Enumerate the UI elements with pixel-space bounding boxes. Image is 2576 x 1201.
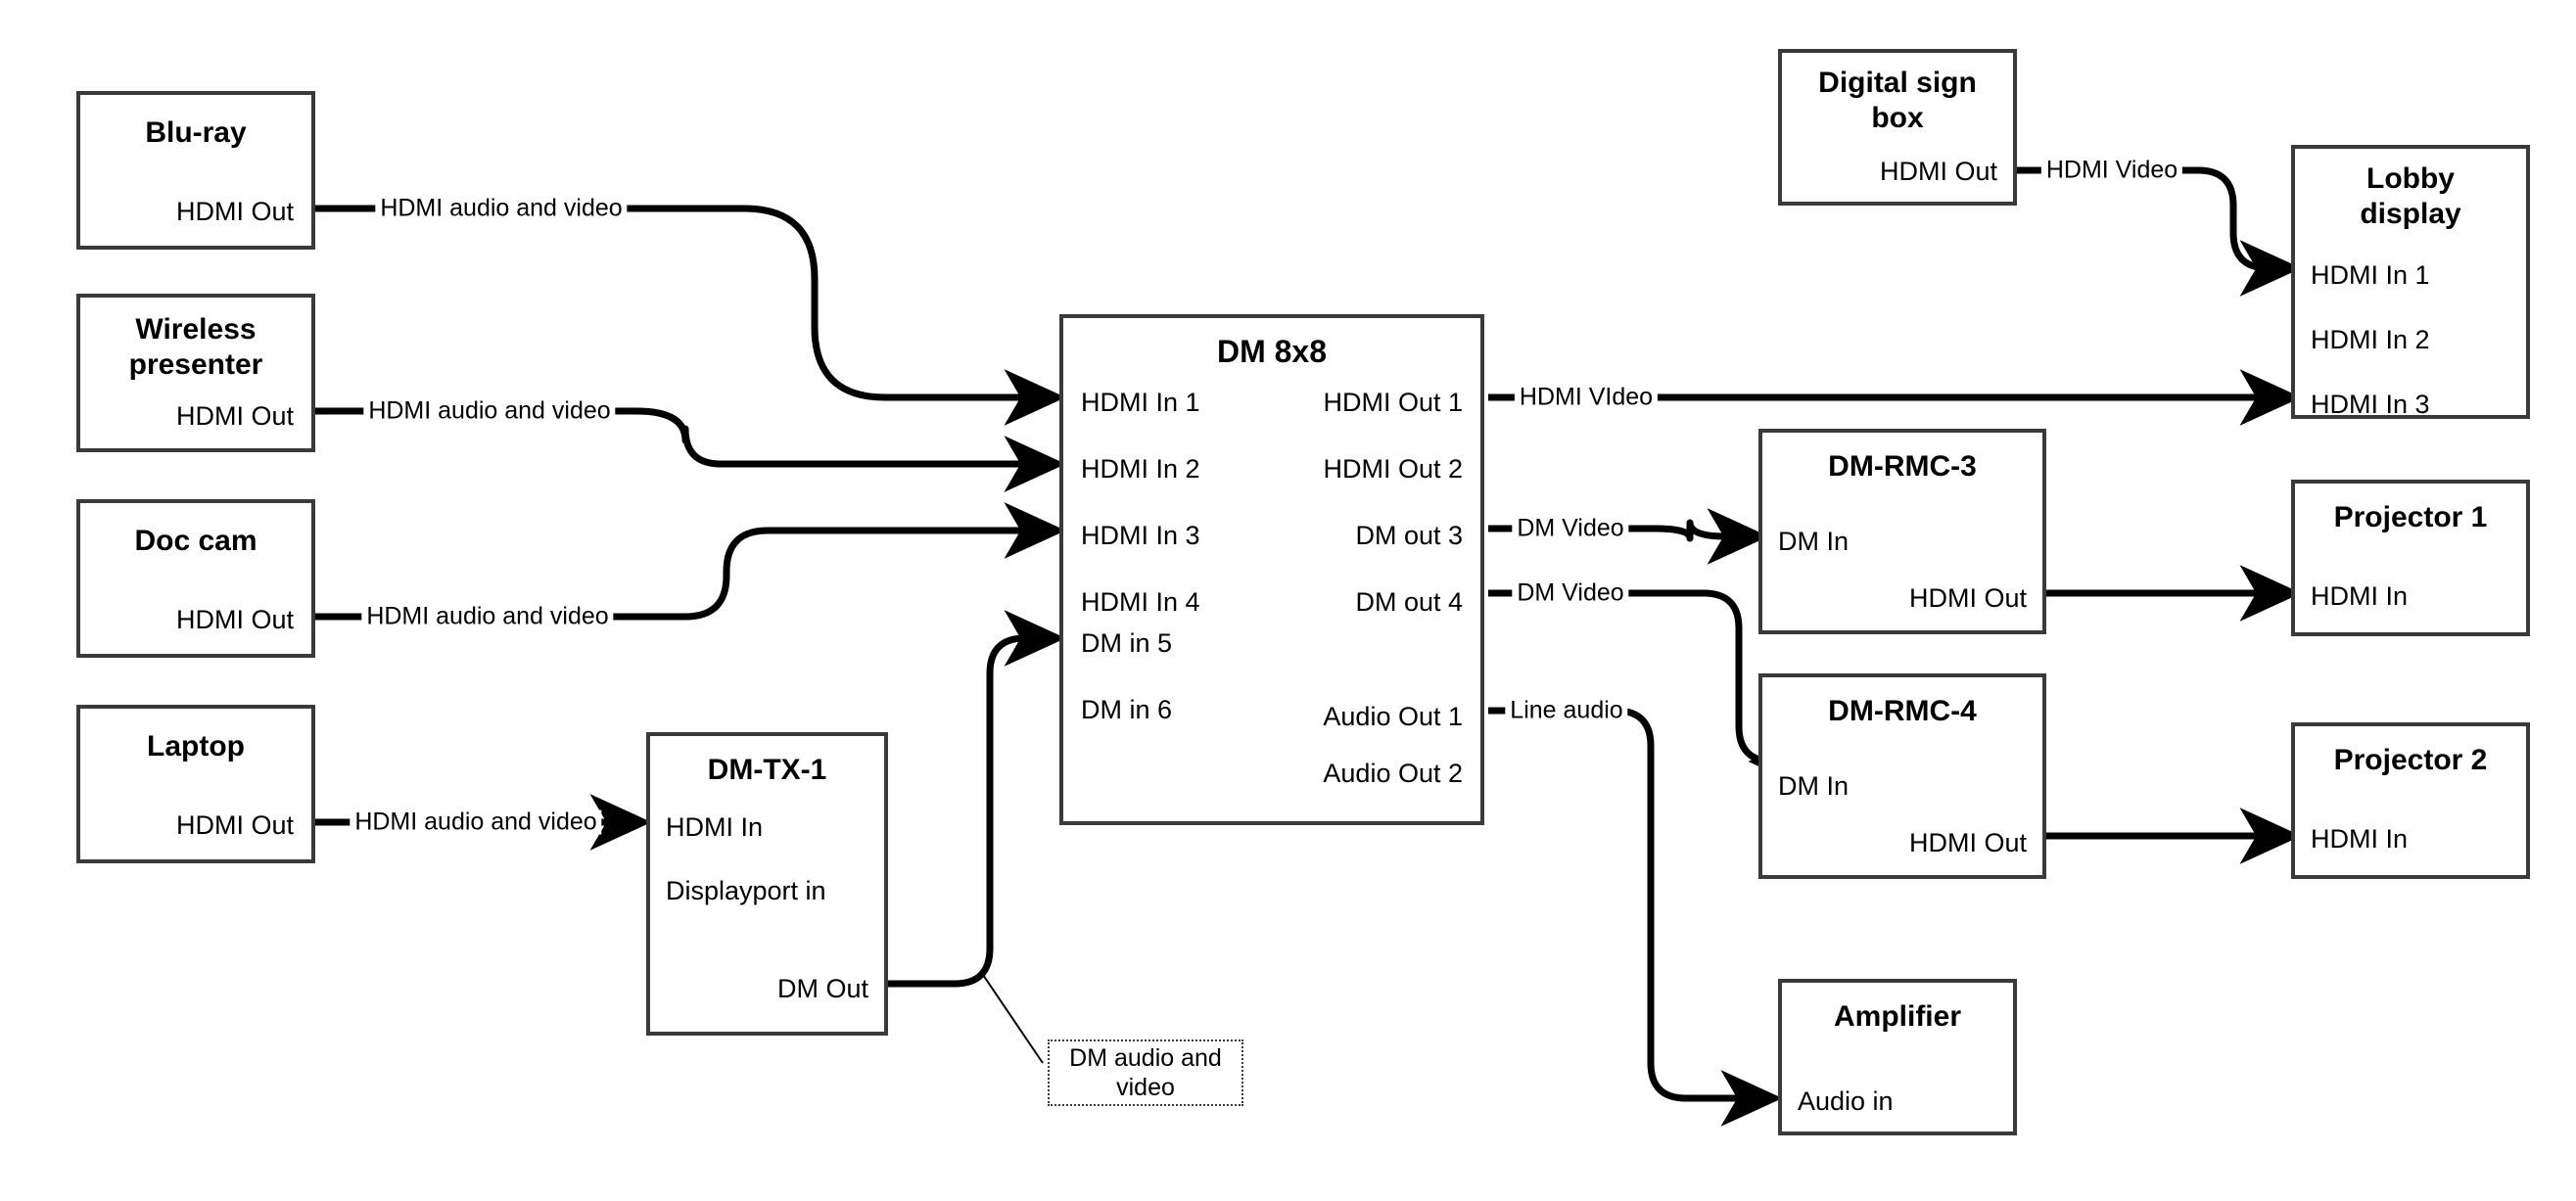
device-dm-8x8-output-dm-out-4: DM out 4 (1355, 587, 1463, 617)
device-dm-8x8-title: DM 8x8 (1216, 334, 1328, 369)
edge-label-dm8x8-dmout3-to-dmrmc3: DM Video (1512, 516, 1629, 541)
device-doc-cam-port-hdmi-out: HDMI Out (175, 605, 294, 634)
device-dm-8x8-input-hdmi-in-4: HDMI In 4 (1081, 587, 1200, 617)
device-lobby-display-input-hdmi-in-1: HDMI In 1 (2311, 260, 2430, 290)
device-amplifier[interactable]: Amplifier Audio in (1778, 979, 2017, 1135)
wire-dmtx1-to-dm8x8 (888, 610, 1066, 988)
edge-label-bluray-to-dm8x8: HDMI audio and video (375, 196, 628, 221)
wire-doccam-to-dm8x8 (315, 502, 1066, 621)
device-lobby-display-title-line1: Lobby (2366, 162, 2455, 195)
wire-wireless-to-dm8x8 (315, 407, 1066, 492)
device-dm-8x8-input-dm-in-6: DM in 6 (1081, 695, 1173, 724)
device-wireless-presenter-port-hdmi-out: HDMI Out (175, 401, 294, 431)
wire-dm8x8-audioout1-to-amplifier (1488, 707, 1783, 1127)
edge-label-dm8x8-dmout4-to-dmrmc4: DM Video (1512, 580, 1629, 606)
edge-label-wireless-to-dm8x8: HDMI audio and video (363, 398, 616, 424)
device-dm-rmc-3-title: DM-RMC-3 (1828, 450, 1977, 483)
device-lobby-display[interactable]: Lobby display HDMI In 1 HDMI In 2 HDMI I… (2291, 145, 2530, 419)
device-projector-1-port-hdmi-in: HDMI In (2311, 581, 2409, 611)
device-digital-sign-box-title-line1: Digital sign (1818, 67, 1977, 99)
device-dm-8x8-output-audio-out-1: Audio Out 1 (1323, 702, 1463, 731)
edge-label-dm8x8-audioout1-to-amplifier: Line audio (1505, 698, 1628, 723)
device-bluray-port-hdmi-out: HDMI Out (175, 197, 294, 226)
device-dm-tx-1-title: DM-TX-1 (707, 754, 827, 786)
device-dm-rmc-3-port-dm-in: DM In (1778, 527, 1850, 556)
device-digital-sign-box[interactable]: Digital sign box HDMI Out (1778, 49, 2017, 206)
wire-bluray-to-dm8x8 (315, 205, 1066, 426)
device-projector-2-title: Projector 2 (2333, 744, 2488, 776)
device-dm-rmc-3-port-hdmi-out: HDMI Out (1908, 583, 2027, 613)
edge-label-laptop-to-dmtx1: HDMI audio and video (350, 809, 602, 835)
device-dm-tx-1-port-dm-out: DM Out (776, 974, 868, 1003)
device-doc-cam-title: Doc cam (134, 525, 258, 557)
device-projector-2-port-hdmi-in: HDMI In (2311, 824, 2409, 854)
device-dm-8x8-output-hdmi-out-1: HDMI Out 1 (1323, 388, 1463, 417)
device-laptop-title: Laptop (147, 730, 245, 762)
wire-dm8x8-dmout4-to-dmrmc4 (1488, 589, 1810, 790)
device-dm-tx-1[interactable]: DM-TX-1 HDMI In Displayport in DM Out (646, 732, 888, 1036)
device-digital-sign-box-port-hdmi-out: HDMI Out (1879, 157, 1997, 186)
device-dm-rmc-4-port-dm-in: DM In (1778, 771, 1850, 801)
device-dm-8x8[interactable]: DM 8x8 HDMI In 1 HDMI In 2 HDMI In 3 HDM… (1059, 314, 1484, 825)
device-lobby-display-title-line2: display (2360, 198, 2461, 230)
device-lobby-display-input-hdmi-in-3: HDMI In 3 (2311, 390, 2430, 419)
device-dm-8x8-input-hdmi-in-3: HDMI In 3 (1081, 521, 1200, 550)
edge-label-doccam-to-dm8x8: HDMI audio and video (361, 604, 614, 629)
device-projector-2[interactable]: Projector 2 HDMI In (2291, 722, 2530, 879)
device-dm-rmc-4[interactable]: DM-RMC-4 DM In HDMI Out (1758, 673, 2046, 879)
callout-dm-audio-and-video: DM audio and video (1048, 1039, 1243, 1106)
device-dm-rmc-4-title: DM-RMC-4 (1828, 695, 1977, 727)
callout-leader-line (980, 971, 1044, 1064)
device-bluray-title: Blu-ray (145, 116, 247, 149)
device-dm-tx-1-port-hdmi-in: HDMI In (666, 812, 764, 842)
device-dm-tx-1-port-displayport-in: Displayport in (666, 876, 826, 905)
device-dm-8x8-output-audio-out-2: Audio Out 2 (1323, 759, 1463, 788)
device-laptop[interactable]: Laptop HDMI Out (76, 705, 315, 863)
edge-label-digitalsign-to-lobby: HDMI Video (2040, 158, 2183, 183)
wire-dm8x8-dmout3-to-dmrmc3 (1488, 508, 1769, 565)
device-dm-8x8-input-dm-in-5: DM in 5 (1081, 628, 1173, 658)
device-projector-1[interactable]: Projector 1 HDMI In (2291, 480, 2530, 636)
device-amplifier-port-audio-in: Audio in (1798, 1086, 1894, 1116)
callout-dm-audio-and-video-line2: video (1116, 1074, 1175, 1101)
device-wireless-presenter-title-line1: Wireless (135, 313, 257, 346)
device-dm-8x8-output-hdmi-out-2: HDMI Out 2 (1323, 454, 1463, 484)
device-bluray[interactable]: Blu-ray HDMI Out (76, 91, 315, 250)
device-wireless-presenter-title-line2: presenter (128, 348, 263, 381)
wire-digitalsign-to-lobby (2017, 166, 2302, 297)
device-dm-8x8-input-hdmi-in-2: HDMI In 2 (1081, 454, 1200, 484)
device-digital-sign-box-title-line2: box (1871, 102, 1924, 134)
device-dm-8x8-output-dm-out-3: DM out 3 (1355, 521, 1463, 550)
callout-dm-audio-and-video-line1: DM audio and (1069, 1044, 1222, 1072)
device-dm-8x8-input-hdmi-in-1: HDMI In 1 (1081, 388, 1200, 417)
device-dm-rmc-3[interactable]: DM-RMC-3 DM In HDMI Out (1758, 429, 2046, 634)
device-lobby-display-input-hdmi-in-2: HDMI In 2 (2311, 325, 2430, 354)
device-amplifier-title: Amplifier (1833, 1000, 1962, 1033)
device-doc-cam[interactable]: Doc cam HDMI Out (76, 499, 315, 658)
edge-label-dm8x8-hdmiout1-to-lobby: HDMI VIdeo (1514, 385, 1659, 410)
device-projector-1-title: Projector 1 (2333, 501, 2488, 533)
device-dm-rmc-4-port-hdmi-out: HDMI Out (1908, 828, 2027, 857)
device-wireless-presenter[interactable]: Wireless presenter HDMI Out (76, 294, 315, 452)
device-laptop-port-hdmi-out: HDMI Out (175, 810, 294, 840)
